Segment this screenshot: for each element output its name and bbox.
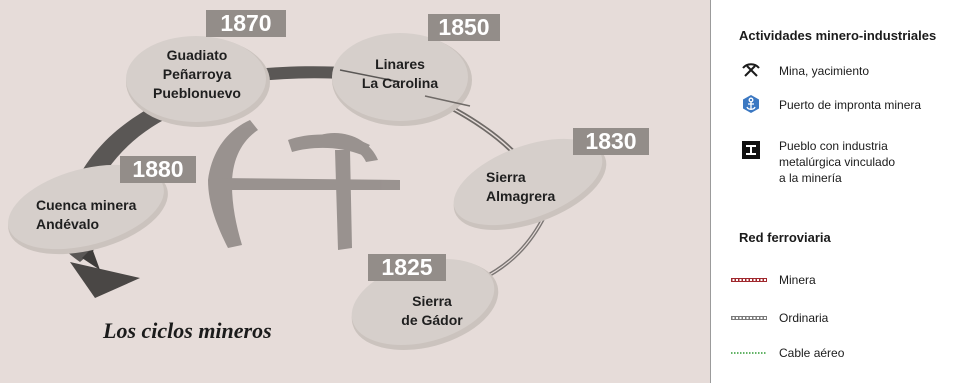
year-badge-andevalo: 1880 [120,156,196,183]
diagram-title: Los ciclos mineros [103,318,272,343]
legend-label-mine: Mina, yacimiento [779,64,870,78]
legend-label-industry: Pueblo con industria metalúrgica vincula… [779,139,896,185]
central-pickaxe-emblem [208,120,400,250]
node-label-almagrera: Sierra Almagrera [486,169,556,204]
year-badge-linares: 1850 [428,14,500,41]
year-badge-almagrera: 1830 [573,128,649,155]
year-badge-gador: 1825 [368,254,446,281]
pickaxe-icon [742,63,760,77]
legend-label-railway-ordinary: Ordinaria [779,311,829,325]
legend-label-port: Puerto de impronta minera [779,98,922,112]
legend-label-railway-mining: Minera [779,273,816,287]
railway-ordinary-symbol [731,316,767,320]
node-label-andevalo: Cuenca minera Andévalo [36,197,137,232]
aerial-cable-symbol [731,352,767,354]
legend-heading-activities: Actividades minero-industriales [739,28,937,43]
year-badge-guadiato: 1870 [206,10,286,37]
railway-mining-symbol [731,278,767,282]
legend-heading-railway: Red ferroviaria [739,230,831,245]
anchor-icon [743,95,759,113]
node-label-linares: Linares La Carolina [361,56,439,91]
connector-guadiato-linares [245,66,360,82]
legend-label-aerial-cable: Cable aéreo [779,346,845,360]
node-label-gador: Sierra de Gádor [401,293,463,328]
legend-panel: Actividades minero-industriales Mina, ya… [710,0,973,383]
node-label-guadiato: Guadiato Peñarroya Pueblonuevo [153,47,241,101]
cycle-diagram-svg [8,33,607,350]
i-beam-icon [742,141,760,159]
cycle-arrow-head [70,262,140,298]
